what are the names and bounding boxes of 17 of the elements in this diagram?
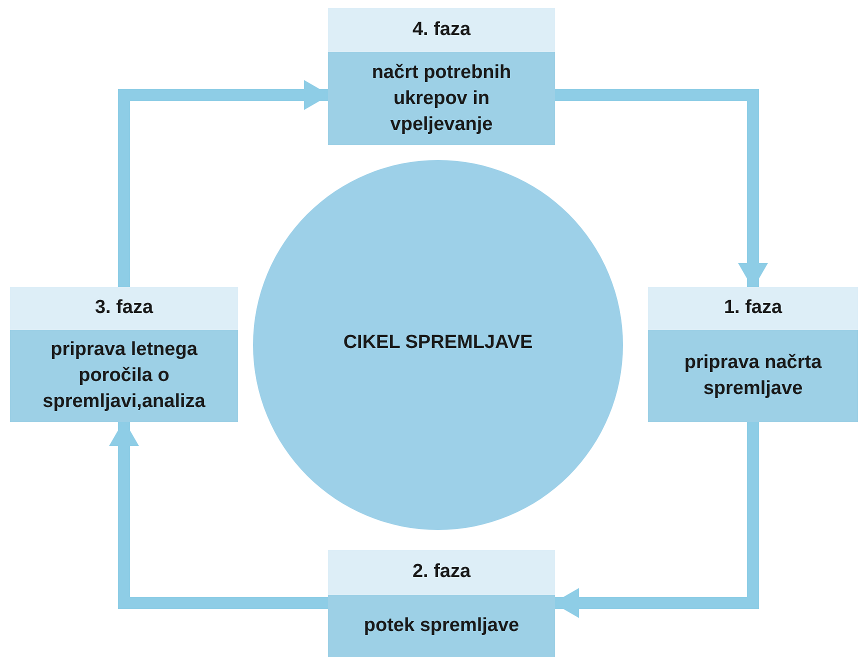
phase-description: načrt potrebnih ukrepov in vpeljevanje: [370, 60, 512, 136]
phase-box: [648, 287, 858, 422]
circle-title: CIKEL SPREMLJAVE: [343, 330, 533, 355]
phase-description: potek spremljave: [364, 614, 520, 638]
phase-box: [328, 8, 555, 145]
phase-box: [328, 550, 555, 657]
phase-description: priprava načrta spremljave: [683, 351, 823, 401]
phase-heading: 2. faza: [328, 550, 555, 595]
phase-description: priprava letnega poročila o spremljavi,analiza: [42, 338, 206, 414]
block-arrow: [118, 80, 330, 287]
phase-heading: 3. faza: [10, 287, 238, 330]
block-arrow: [109, 420, 328, 609]
phase-box: [10, 287, 238, 422]
block-arrow: [553, 422, 759, 618]
phase-heading: 4. faza: [328, 8, 555, 52]
block-arrow: [555, 89, 768, 289]
phase-heading: 1. faza: [648, 287, 858, 330]
